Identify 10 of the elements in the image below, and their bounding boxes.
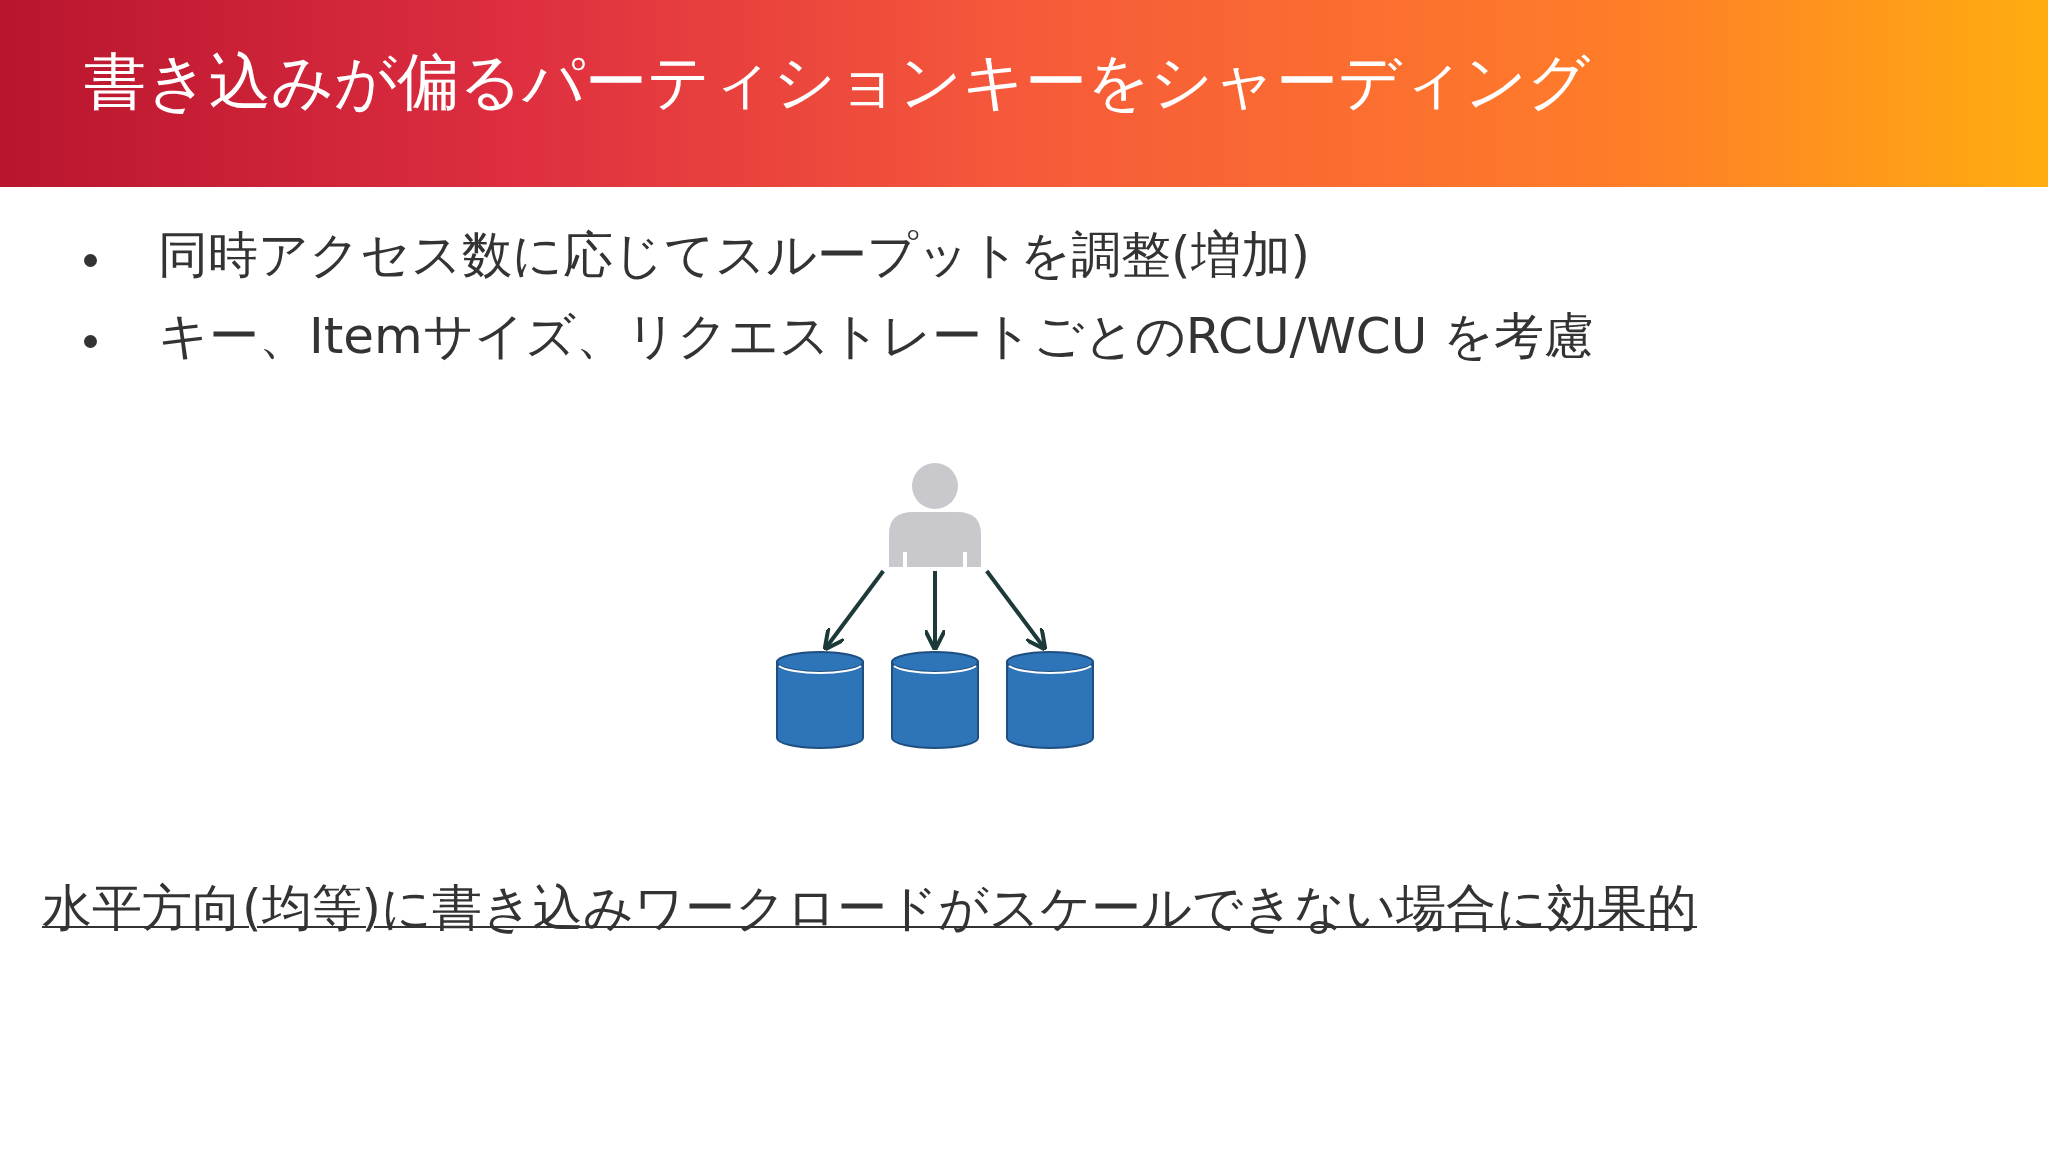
database-cylinder bbox=[890, 650, 980, 750]
arrow bbox=[985, 569, 1048, 652]
bullet-text: キー、Itemサイズ、リクエストレートごとのRCU/WCU を考慮 bbox=[158, 306, 1595, 367]
database-cylinder bbox=[1005, 650, 1095, 750]
bullet-text: 同時アクセス数に応じてスループットを調整(増加) bbox=[158, 225, 1310, 286]
arrow bbox=[923, 571, 947, 652]
slide-title: 書き込みが偏るパーティションキーをシャーディング bbox=[84, 44, 1590, 120]
arrow bbox=[822, 569, 885, 652]
database-cylinder bbox=[775, 650, 865, 750]
note-text: 水平方向(均等)に書き込みワークロードがスケールできない場合に効果的 bbox=[42, 878, 1697, 939]
